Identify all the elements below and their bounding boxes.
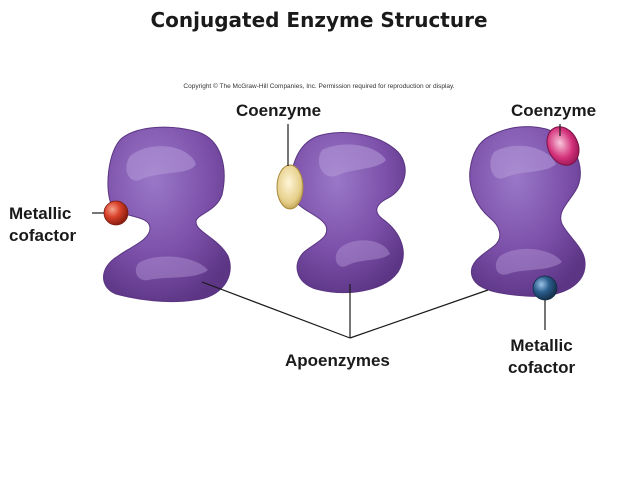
coenzyme-pink (546, 126, 580, 166)
leader-apo-left (201, 281, 351, 339)
leader-apo-right (349, 289, 489, 339)
copyright-notice: Copyright © The McGraw-Hill Companies, I… (183, 83, 455, 90)
apoenzyme-middle (290, 132, 406, 294)
label-metallic-cofactor-left-line1: Metallic (9, 204, 72, 223)
metal-cofactor-red (103, 200, 129, 226)
metal-cofactor-blue (532, 275, 558, 301)
leader-lines (92, 124, 561, 339)
apoenzyme-left (103, 126, 231, 303)
label-metallic-cofactor-left-line2: cofactor (9, 226, 77, 245)
label-metallic-cofactor-right-line2: cofactor (508, 358, 576, 377)
apoenzyme-right (469, 126, 586, 297)
label-metallic-cofactor-right: Metallic cofactor (508, 335, 575, 379)
label-metallic-cofactor-right-line1: Metallic (510, 336, 573, 355)
label-metallic-cofactor-left: Metallic cofactor (9, 203, 76, 247)
coenzyme-yellow (276, 164, 304, 210)
label-coenzyme-left: Coenzyme (236, 101, 322, 120)
label-apoenzymes: Apoenzymes (285, 351, 390, 370)
label-coenzyme-right: Coenzyme (511, 101, 597, 120)
diagram-title: Conjugated Enzyme Structure (150, 8, 488, 32)
